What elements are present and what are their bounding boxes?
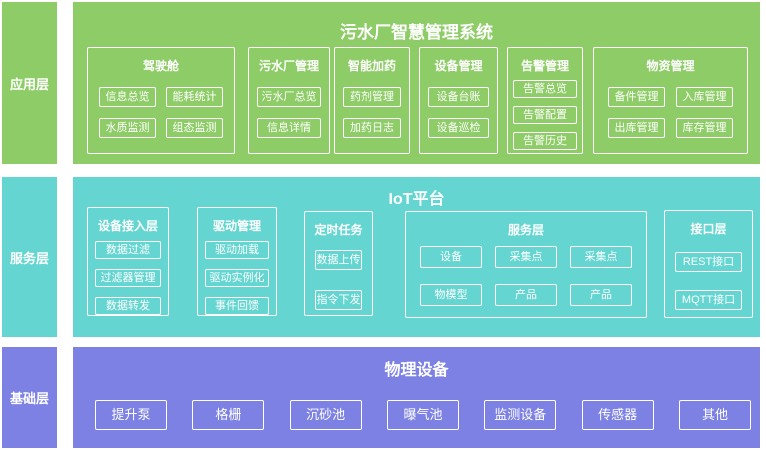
diagram-node: 格栅 bbox=[192, 400, 265, 430]
base-panel-title: 物理设备 bbox=[384, 362, 449, 379]
diagram-node: 传感器 bbox=[581, 400, 654, 430]
diagram-node: 加药日志 bbox=[343, 118, 401, 138]
diagram-node: 曝气池 bbox=[386, 400, 459, 430]
diagram-node: 指令下发 bbox=[315, 290, 362, 310]
application-layer-panel: 污水厂智慧管理系统 驾驶舱 信息总览 能耗统计 水质监测 组态监测 污水厂管理 … bbox=[73, 2, 760, 164]
diagram-node: 其他 bbox=[678, 400, 751, 430]
diagram-node: 数据过滤 bbox=[95, 241, 161, 259]
group-cockpit: 驾驶舱 信息总览 能耗统计 水质监测 组态监测 bbox=[87, 47, 235, 154]
diagram-node: 告警总览 bbox=[513, 80, 577, 98]
diagram-node: REST接口 bbox=[675, 252, 742, 272]
diagram-node: 设备巡检 bbox=[428, 118, 489, 138]
diagram-node: 备件管理 bbox=[608, 87, 665, 107]
group-driver-management: 驱动管理 驱动加载 驱动实例化 事件回馈 bbox=[197, 207, 277, 316]
layer-label-base-text: 基础层 bbox=[9, 391, 49, 406]
group-title: 服务层 bbox=[507, 223, 544, 237]
group-title: 定时任务 bbox=[314, 223, 363, 237]
layer-label-application-text: 应用层 bbox=[9, 76, 49, 92]
group-service-sublayer: 服务层 设备 采集点 采集点 物模型 产品 产品 bbox=[405, 211, 647, 318]
diagram-node: 驱动实例化 bbox=[205, 269, 269, 287]
diagram-node: 过滤器管理 bbox=[95, 269, 161, 287]
layer-label-service: 服务层 bbox=[2, 177, 57, 337]
diagram-node: 提升泵 bbox=[95, 400, 167, 430]
diagram-node: 设备 bbox=[420, 246, 482, 268]
group-title: 污水厂管理 bbox=[258, 59, 319, 73]
diagram-node: 设备台账 bbox=[428, 87, 489, 107]
diagram-node: 出库管理 bbox=[608, 118, 665, 138]
diagram-node: 入库管理 bbox=[676, 87, 733, 107]
group-title: 智能加药 bbox=[347, 59, 396, 73]
diagram-node: 监测设备 bbox=[484, 400, 557, 430]
application-panel-title: 污水厂智慧管理系统 bbox=[340, 23, 493, 42]
diagram-node: 产品 bbox=[570, 284, 632, 306]
diagram-node: 信息总览 bbox=[99, 87, 156, 107]
diagram-node: 数据转发 bbox=[95, 297, 161, 315]
group-alarm-management: 告警管理 告警总览 告警配置 告警历史 bbox=[507, 47, 583, 154]
group-title: 设备接入层 bbox=[97, 219, 158, 233]
diagram-node: MQTT接口 bbox=[675, 290, 742, 310]
diagram-node: 信息详情 bbox=[257, 118, 321, 138]
group-material-management: 物资管理 备件管理 入库管理 出库管理 库存管理 bbox=[593, 47, 748, 154]
group-title: 设备管理 bbox=[434, 59, 483, 73]
diagram-node: 污水厂总览 bbox=[257, 87, 321, 107]
diagram-node: 采集点 bbox=[495, 246, 557, 268]
group-title: 接口层 bbox=[690, 222, 727, 236]
base-layer-panel: 物理设备 提升泵 格栅 沉砂池 曝气池 监测设备 传感器 其他 bbox=[73, 347, 760, 448]
layer-label-base: 基础层 bbox=[2, 347, 57, 448]
diagram-node: 物模型 bbox=[420, 284, 482, 306]
group-interface-layer: 接口层 REST接口 MQTT接口 bbox=[664, 210, 753, 318]
service-panel-title: IoT平台 bbox=[388, 191, 445, 208]
diagram-node: 药剂管理 bbox=[343, 87, 401, 107]
diagram-node: 采集点 bbox=[570, 246, 632, 268]
group-scheduled-tasks: 定时任务 数据上传 指令下发 bbox=[304, 211, 373, 316]
diagram-node: 告警配置 bbox=[513, 106, 577, 124]
group-equipment-management: 设备管理 设备台账 设备巡检 bbox=[419, 47, 498, 154]
group-plant-management: 污水厂管理 污水厂总览 信息详情 bbox=[248, 47, 330, 154]
group-title: 驱动管理 bbox=[212, 219, 261, 233]
diagram-node: 数据上传 bbox=[315, 250, 362, 270]
service-layer-panel: IoT平台 设备接入层 数据过滤 过滤器管理 数据转发 驱动管理 驱动加载 驱动… bbox=[73, 177, 760, 337]
physical-device-row: 提升泵 格栅 沉砂池 曝气池 监测设备 传感器 其他 bbox=[95, 400, 751, 430]
diagram-node: 沉砂池 bbox=[289, 400, 362, 430]
group-title: 驾驶舱 bbox=[142, 59, 179, 73]
layer-label-service-text: 服务层 bbox=[9, 250, 49, 266]
diagram-node: 组态监测 bbox=[166, 118, 223, 138]
group-title: 告警管理 bbox=[520, 59, 569, 73]
diagram-node: 库存管理 bbox=[676, 118, 733, 138]
diagram-node: 能耗统计 bbox=[166, 87, 223, 107]
diagram-node: 告警历史 bbox=[513, 132, 577, 150]
layer-label-application: 应用层 bbox=[2, 2, 57, 164]
diagram-node: 产品 bbox=[495, 284, 557, 306]
group-title: 物资管理 bbox=[646, 59, 695, 73]
diagram-node: 事件回馈 bbox=[205, 297, 269, 315]
group-smart-dosing: 智能加药 药剂管理 加药日志 bbox=[334, 47, 410, 154]
diagram-node: 水质监测 bbox=[99, 118, 156, 138]
group-device-access: 设备接入层 数据过滤 过滤器管理 数据转发 bbox=[87, 207, 169, 316]
diagram-node: 驱动加载 bbox=[205, 241, 269, 259]
